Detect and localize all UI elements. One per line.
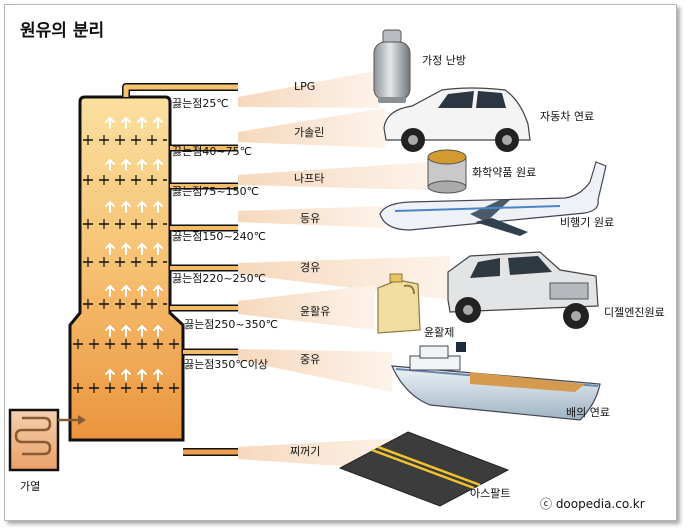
fraction-name-heavy-oil: 중유 <box>300 353 320 366</box>
beam-lubricant <box>238 285 375 330</box>
vapor-arrow-icon <box>121 242 131 255</box>
vapor-arrow-icon <box>137 284 147 297</box>
vapor-arrow-icon <box>153 158 163 171</box>
fraction-name-naphtha: 나프타 <box>294 172 324 185</box>
vapor-arrow-icon <box>153 200 163 213</box>
beam-lpg <box>238 70 380 108</box>
credit-text: ⓒ doopedia.co.kr <box>540 497 645 511</box>
vapor-arrow-icon <box>121 284 131 297</box>
distillation-tower <box>68 83 238 456</box>
use-label-lpg: 가정 난방 <box>422 54 466 67</box>
fraction-name-lubricant: 윤활유 <box>300 304 330 318</box>
chemical-can-icon <box>427 149 467 194</box>
vapor-arrow-icon <box>105 368 115 381</box>
vapor-arrow-icon <box>153 284 163 297</box>
vapor-arrow-icon <box>105 242 115 255</box>
boiling-label-lpg: 끓는점25℃ <box>172 97 229 110</box>
tower-body <box>68 95 185 442</box>
vapor-arrow-icon <box>137 242 147 255</box>
vapor-arrow-icon <box>153 324 163 337</box>
use-label-kerosene: 비행기 원료 <box>560 216 614 229</box>
asphalt-road-icon <box>338 431 510 507</box>
use-label-naphtha: 화학약품 원료 <box>472 165 536 179</box>
vapor-arrow-icon <box>121 116 131 129</box>
heater-coil-icon <box>14 416 52 456</box>
boiling-label-naphtha: 끓는점75~150℃ <box>172 185 259 198</box>
vapor-arrow-icon <box>121 324 131 337</box>
boiling-label-lubricant: 끓는점250~350℃ <box>184 318 278 331</box>
vapor-arrow-icon <box>121 200 131 213</box>
fraction-name-lpg: LPG <box>294 80 315 93</box>
gas-cylinder-icon <box>373 29 411 103</box>
diagram-title: 원유의 분리 <box>20 21 104 41</box>
vapor-arrow-icon <box>121 368 131 381</box>
vapor-arrow-icon <box>121 158 131 171</box>
vapor-arrow-icon <box>153 368 163 381</box>
oil-jug-icon <box>377 273 421 334</box>
vapor-arrow-icon <box>137 368 147 381</box>
use-label-diesel: 디젤엔진원료 <box>604 306 665 319</box>
beam-naphtha <box>238 162 430 190</box>
top-pipe <box>123 84 238 97</box>
vapor-arrow-icon <box>105 324 115 337</box>
boiling-label-heavy-oil: 끓는점350℃이상 <box>184 358 268 371</box>
ship-icon <box>391 342 601 421</box>
airplane-icon <box>379 161 607 236</box>
vapor-arrow-icon <box>105 158 115 171</box>
boiling-label-diesel: 끓는점220~250℃ <box>172 272 266 285</box>
vapor-arrow-icon <box>105 116 115 129</box>
heater-arrow-icon <box>78 415 86 425</box>
heater: 가열 <box>8 408 86 493</box>
use-label-residue: 아스팔트 <box>470 487 510 500</box>
vapor-arrow-icon <box>137 324 147 337</box>
fraction-labels: 끓는점25℃ 끓는점40~75℃ 끓는점75~150℃ 끓는점150~240℃ … <box>172 54 665 500</box>
use-label-gasoline: 자동차 연료 <box>540 110 594 123</box>
heater-label: 가열 <box>20 480 40 493</box>
vapor-arrow-icon <box>137 200 147 213</box>
use-label-heavy-oil: 배의 연료 <box>566 406 610 419</box>
vapor-arrow-icon <box>137 158 147 171</box>
vapor-arrow-icon <box>153 242 163 255</box>
fraction-name-kerosene: 등유 <box>300 212 320 225</box>
fraction-name-gasoline: 가솔린 <box>294 126 324 139</box>
tower-trays <box>73 135 238 393</box>
vapor-arrow-icon <box>137 116 147 129</box>
use-label-lubricant: 윤활제 <box>424 325 454 339</box>
vapor-arrows <box>105 116 163 381</box>
car-icon <box>383 87 531 152</box>
pickup-truck-icon <box>447 251 599 329</box>
boiling-label-gasoline: 끓는점40~75℃ <box>172 145 252 158</box>
fraction-name-residue: 찌꺼기 <box>290 445 320 458</box>
fraction-name-diesel: 경유 <box>300 261 320 274</box>
beam-kerosene <box>238 206 385 228</box>
vapor-arrow-icon <box>153 116 163 129</box>
vapor-arrow-icon <box>105 200 115 213</box>
beam-gasoline <box>238 108 385 148</box>
beam-heavy-oil <box>238 349 392 392</box>
boiling-label-kerosene: 끓는점150~240℃ <box>172 230 266 243</box>
vapor-arrow-icon <box>105 284 115 297</box>
